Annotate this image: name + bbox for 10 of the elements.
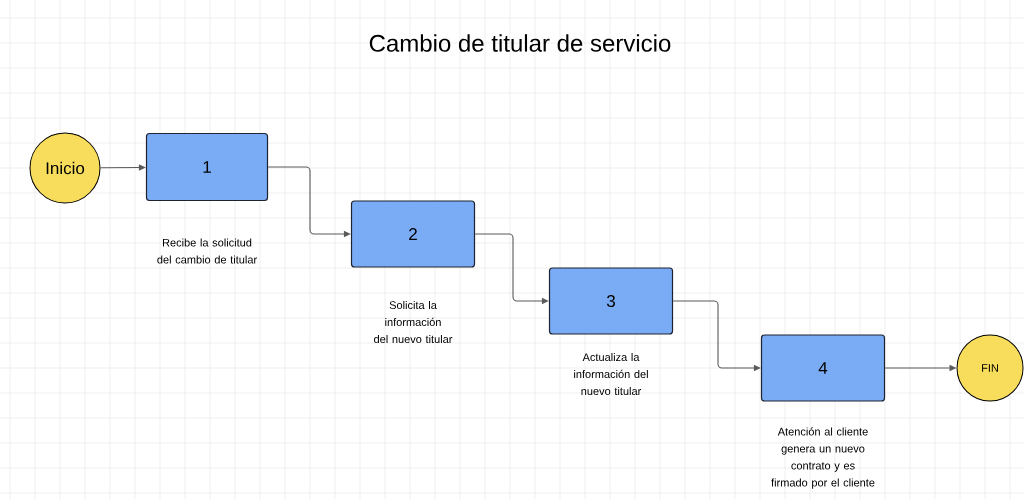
process-box: 1 <box>145 132 269 202</box>
process-box: 4 <box>760 334 886 402</box>
process-box: 2 <box>350 200 476 268</box>
title: Cambio de titular de servicio <box>369 34 671 52</box>
process-box: 3 <box>548 267 674 335</box>
step-description: Actualiza la información del nuevo titular <box>574 352 648 396</box>
arrow <box>99 164 146 171</box>
step-description: Solicita la información del nuevo titular <box>374 300 453 344</box>
step-description: Recibe la solicitud del cambio de titular <box>157 238 257 264</box>
step-description: Atención al cliente genera un nuevo contrato y es firmado por el cliente <box>771 427 875 489</box>
